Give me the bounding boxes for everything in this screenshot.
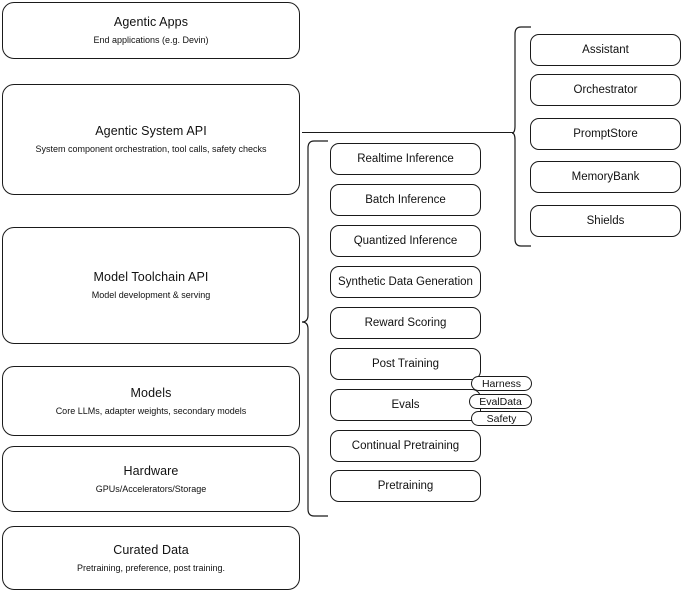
evals-subcomponent-safety[interactable]: Safety	[471, 411, 532, 426]
stack-layer-title: Curated Data	[113, 542, 189, 557]
toolchain-component-post-training[interactable]: Post Training	[330, 348, 481, 380]
brace-system-components	[511, 26, 531, 247]
stack-layer-title: Agentic Apps	[113, 15, 189, 29]
stack-layer-models[interactable]: Models Core LLMs, adapter weights, secon…	[2, 366, 300, 436]
toolchain-component-reward-scoring[interactable]: Reward Scoring	[330, 307, 481, 339]
connector-system-api-to-components	[302, 132, 513, 133]
toolchain-component-batch-inference[interactable]: Batch Inference	[330, 184, 481, 216]
stack-layer-subtitle: Model development & serving	[91, 290, 211, 300]
tile-label: Shields	[586, 215, 625, 227]
pill-label: Safety	[486, 412, 517, 425]
system-component-promptstore[interactable]: PromptStore	[530, 118, 681, 150]
brace-toolchain-components	[301, 140, 328, 517]
tile-label: Realtime Inference	[357, 153, 454, 165]
tile-label: Assistant	[582, 44, 629, 56]
stack-layer-subtitle: System component orchestration, tool cal…	[35, 144, 267, 154]
system-component-shields[interactable]: Shields	[530, 205, 681, 237]
stack-layer-title: Hardware	[123, 463, 179, 478]
stack-layer-title: Model Toolchain API	[93, 270, 209, 284]
stack-layer-subtitle: Pretraining, preference, post training.	[76, 562, 226, 573]
tile-label: Evals	[391, 399, 420, 411]
stack-layer-title: Models	[130, 385, 172, 400]
toolchain-component-continual-pretraining[interactable]: Continual Pretraining	[330, 430, 481, 462]
tile-label: Quantized Inference	[353, 235, 458, 247]
stack-layer-subtitle: Core LLMs, adapter weights, secondary mo…	[55, 405, 247, 416]
toolchain-component-synthetic-data-generation[interactable]: Synthetic Data Generation	[330, 266, 481, 298]
stack-layer-model-toolchain-api[interactable]: Model Toolchain API Model development & …	[2, 227, 300, 344]
tile-label: Pretraining	[377, 480, 434, 492]
stack-layer-curated-data[interactable]: Curated Data Pretraining, preference, po…	[2, 526, 300, 590]
stack-layer-subtitle: End applications (e.g. Devin)	[93, 35, 209, 45]
evals-subcomponent-harness[interactable]: Harness	[471, 376, 532, 391]
toolchain-component-realtime-inference[interactable]: Realtime Inference	[330, 143, 481, 175]
toolchain-component-evals[interactable]: Evals	[330, 389, 481, 421]
stack-layer-hardware[interactable]: Hardware GPUs/Accelerators/Storage	[2, 446, 300, 512]
evals-subcomponent-evaldata[interactable]: EvalData	[469, 394, 532, 409]
stack-layer-agentic-system-api[interactable]: Agentic System API System component orch…	[2, 84, 300, 195]
stack-layer-title: Agentic System API	[95, 124, 207, 138]
system-component-orchestrator[interactable]: Orchestrator	[530, 74, 681, 106]
tile-label: Synthetic Data Generation	[338, 276, 473, 288]
tile-label: Batch Inference	[365, 194, 446, 206]
tile-label: Orchestrator	[573, 84, 638, 96]
tile-label: MemoryBank	[571, 171, 640, 183]
system-component-assistant[interactable]: Assistant	[530, 34, 681, 66]
pill-label: EvalData	[479, 395, 522, 408]
tile-label: Continual Pretraining	[351, 440, 460, 452]
tile-label: Post Training	[371, 358, 440, 370]
pill-label: Harness	[481, 377, 522, 390]
toolchain-component-quantized-inference[interactable]: Quantized Inference	[330, 225, 481, 257]
tile-label: PromptStore	[573, 128, 638, 140]
toolchain-component-pretraining[interactable]: Pretraining	[330, 470, 481, 502]
tile-label: Reward Scoring	[364, 317, 447, 329]
system-component-memorybank[interactable]: MemoryBank	[530, 161, 681, 193]
stack-layer-agentic-apps[interactable]: Agentic Apps End applications (e.g. Devi…	[2, 2, 300, 59]
stack-layer-subtitle: GPUs/Accelerators/Storage	[95, 483, 207, 494]
